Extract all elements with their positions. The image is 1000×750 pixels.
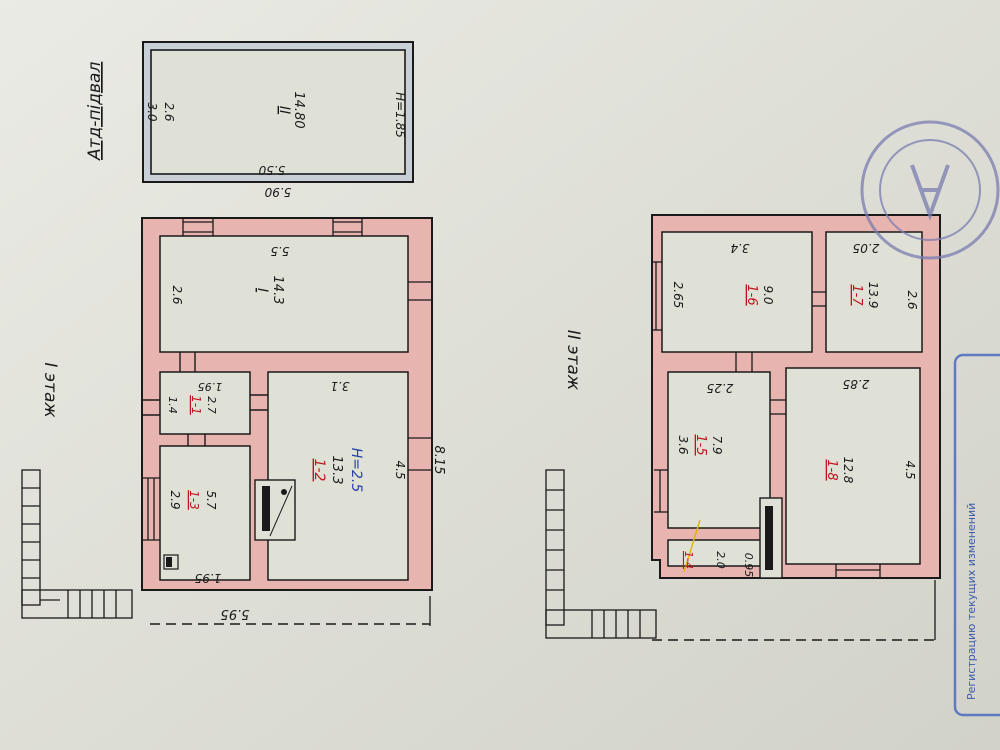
room-1-7-code: 1-7	[849, 284, 864, 306]
registry-stamp-text: Регистрацию текущих изменений	[965, 503, 978, 700]
floor2-room-1-5	[667, 371, 771, 529]
floor2-windows	[652, 261, 881, 578]
room-1-3-code: 1-3	[187, 490, 201, 510]
room-1-4-area: 2.0	[714, 551, 727, 569]
floor2-room-1-6	[661, 231, 813, 353]
floor1-windows	[142, 218, 432, 541]
room-1-3-dim-a: 1.95	[195, 571, 222, 585]
floor1-room-1-2	[267, 371, 409, 581]
room-1-4-dim-b: 0.95	[742, 553, 755, 578]
floor2-room-1-8	[785, 367, 921, 565]
room-1-6-area: 9.0	[761, 285, 775, 304]
basement-height: H=1.85	[393, 92, 407, 138]
basement-plan: Атд-підвал 3.0 2.6 II 14.80 5.50 5.90 H=…	[85, 41, 414, 199]
basement-length-inner: 5.50	[258, 163, 285, 177]
room-1-5-code: 1-5	[693, 434, 708, 455]
room-I-dim-a: 5.5	[270, 244, 289, 258]
floor2-stairs	[545, 469, 657, 639]
room-1-6-dim-a: 3.4	[730, 241, 749, 255]
room-1-7-dim-b: 2.6	[905, 290, 919, 309]
room-1-2-dim-b: 4.5	[393, 460, 407, 479]
floor1-plan: I этаж	[21, 217, 446, 626]
room-1-3-area: 5.7	[204, 490, 218, 509]
room-1-8-code: 1-8	[824, 459, 839, 480]
basement-length-outer: 5.90	[264, 185, 291, 199]
room-1-3-dim-b: 2.9	[168, 490, 182, 509]
room-I-area: 14.3	[270, 276, 285, 305]
room-1-2-height: H=2.5	[348, 448, 364, 493]
registry-stamp: Регистрацию текущих изменений	[953, 353, 1000, 717]
room-1-1-dim-b: 1.4	[166, 396, 179, 414]
basement-room-no: II	[276, 106, 292, 114]
basement-room	[150, 49, 406, 175]
floor1-room-1-3	[159, 445, 251, 581]
room-1-4-code: 1-4	[682, 551, 695, 569]
basement-area: 14.80	[291, 91, 306, 128]
room-1-5-area: 7.9	[710, 435, 724, 454]
room-I-code: I	[254, 288, 270, 292]
room-1-8-area: 12.8	[841, 457, 855, 484]
room-1-2-code: 1-2	[311, 459, 327, 482]
room-1-8-dim-b: 4.5	[903, 460, 917, 479]
floor1-doors	[142, 352, 268, 446]
floor1-title: I этаж	[40, 362, 60, 418]
room-I-dim-b: 2.6	[170, 285, 184, 304]
room-1-1-dim-a: 1.95	[198, 380, 223, 393]
basement-inner-width: 2.6	[162, 102, 176, 121]
floor2-plan: II этаж 3.4 2.65 1-6 9.0 2.05	[545, 214, 941, 641]
room-1-8-dim-a: 2.85	[843, 377, 870, 391]
floor1-stairs	[21, 469, 133, 619]
floor1-overall-length: 8.15	[431, 446, 446, 475]
round-seal	[860, 120, 1000, 260]
basement-title: Атд-підвал	[85, 62, 105, 161]
room-1-5-dim-a: 2.25	[707, 381, 734, 395]
floor1-stove	[254, 479, 296, 541]
floor1-room-I	[159, 235, 409, 353]
floor1-room-1-1	[159, 371, 251, 435]
floor2-stove	[759, 497, 783, 579]
basement-width-label: 3.0	[145, 102, 159, 121]
room-1-7-dim-a: 2.05	[853, 241, 880, 255]
room-1-2-area: 13.3	[329, 456, 344, 485]
room-1-1-code: 1-1	[189, 395, 203, 415]
floor2-door-swing	[683, 519, 701, 573]
room-1-7-area: 13.9	[866, 282, 880, 309]
floor2-room-1-7	[825, 231, 923, 353]
floor2-title: II этаж	[563, 330, 583, 391]
floor1-overall-width: 5.95	[221, 606, 250, 621]
floor1-toilet	[163, 554, 179, 570]
room-1-5-dim-b: 3.6	[676, 435, 690, 454]
room-1-6-dim-b: 2.65	[671, 282, 685, 309]
room-1-1-area: 2.7	[205, 396, 218, 414]
room-1-2-dim-a: 3.1	[330, 379, 349, 393]
room-1-6-code: 1-6	[744, 284, 759, 305]
